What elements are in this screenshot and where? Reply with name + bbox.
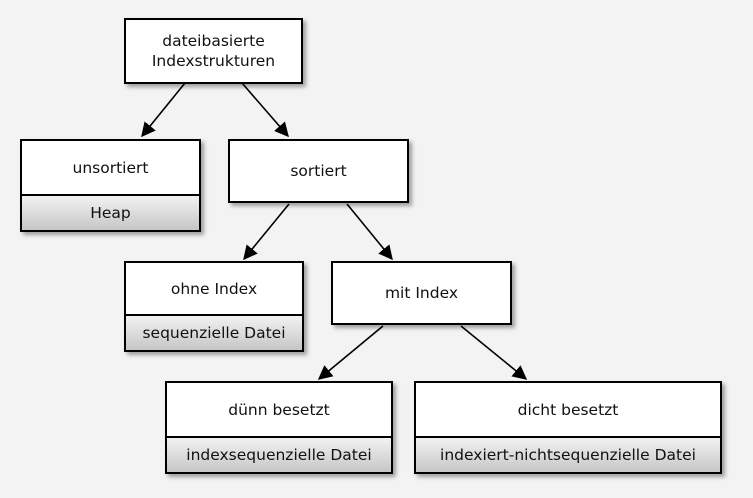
node-sorted-title: sortiert [290,162,347,180]
node-no-index-sub: sequenzielle Datei [126,314,302,350]
edge-sorted-no-index [243,203,290,261]
node-dense: dicht besetzt indexiert-nichtsequenziell… [414,381,722,474]
node-unsorted-sub: Heap [22,194,199,230]
node-sorted: sortiert [228,139,409,203]
edge-with-index-dense [460,325,528,380]
edge-sorted-with-index [346,203,393,261]
node-no-index-title: ohne Index [170,279,258,298]
edge-with-index-sparse [317,325,384,380]
node-unsorted: unsortiert Heap [20,139,201,232]
node-sparse-sub: indexsequenzielle Datei [167,436,391,472]
node-sparse: dünn besetzt indexsequenzielle Datei [165,381,393,474]
node-dense-sub: indexiert-nichtsequenzielle Datei [416,436,720,472]
node-root-title: dateibasierte Indexstrukturen [151,32,276,70]
node-unsorted-title: unsortiert [72,158,149,177]
node-no-index: ohne Index sequenzielle Datei [124,261,304,352]
edge-root-unsorted [141,82,186,138]
node-with-index-title: mit Index [384,284,459,302]
node-root: dateibasierte Indexstrukturen [124,18,303,84]
node-dense-title: dicht besetzt [517,400,619,419]
node-sparse-title: dünn besetzt [228,400,330,419]
edge-root-sorted [241,82,289,138]
node-with-index: mit Index [331,261,512,325]
